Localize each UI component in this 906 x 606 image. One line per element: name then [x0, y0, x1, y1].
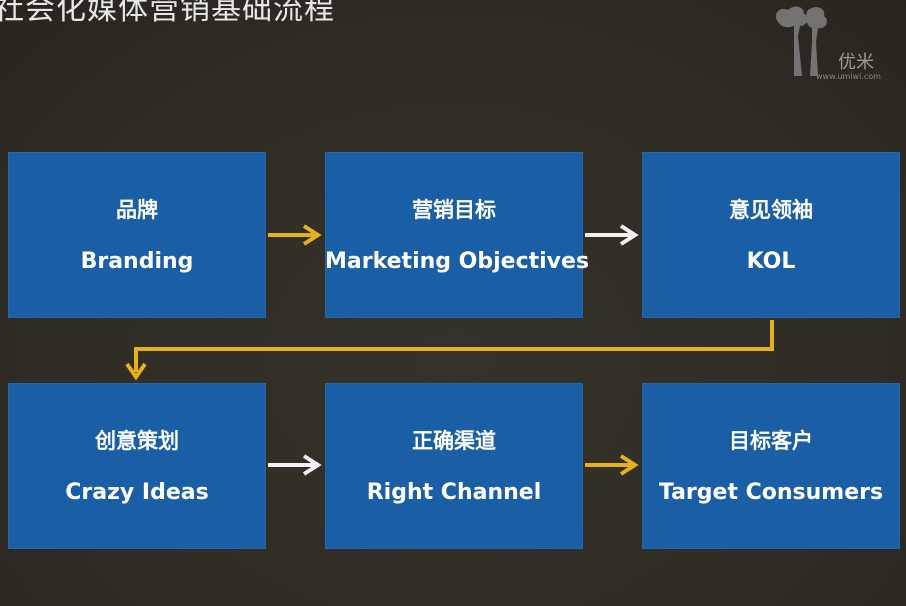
flow-step-target-consumers: 目标客户 Target Consumers [642, 383, 900, 549]
flow-step-branding: 品牌 Branding [8, 152, 266, 318]
step-en-label: Marketing Objectives [325, 249, 590, 274]
step-cn-label: 创意策划 [95, 429, 179, 453]
step-en-label: Branding [80, 249, 194, 274]
flow-step-right-channel: 正确渠道 Right Channel [325, 383, 583, 549]
umiwi-logo-icon [775, 6, 827, 76]
flow-step-crazy-ideas: 创意策划 Crazy Ideas [8, 383, 266, 549]
step-en-label: Crazy Ideas [65, 480, 209, 505]
watermark-brand: 优米 [838, 52, 874, 73]
step-en-label: Target Consumers [658, 480, 884, 505]
flow-step-kol: 意见领袖 KOL [642, 152, 900, 318]
step-cn-label: 正确渠道 [412, 429, 496, 453]
watermark-url: www.umiwi.com [816, 72, 881, 81]
step-cn-label: 意见领袖 [729, 198, 813, 222]
step-cn-label: 品牌 [116, 198, 158, 222]
flow-step-marketing-objectives: 营销目标 Marketing Objectives [325, 152, 590, 318]
step-en-label: KOL [746, 249, 796, 274]
step-cn-label: 营销目标 [412, 198, 496, 222]
step-cn-label: 目标客户 [729, 429, 813, 453]
step-en-label: Right Channel [366, 480, 542, 505]
slide-title: 社会化媒体营销基础流程 [0, 0, 335, 27]
